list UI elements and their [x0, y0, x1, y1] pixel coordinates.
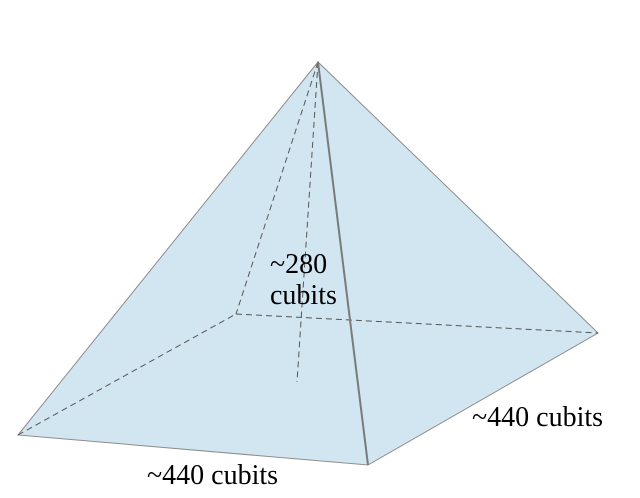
hidden-base-right-edge [235, 313, 599, 334]
height-line [296, 61, 319, 383]
pyramid-front-edge [317, 61, 369, 466]
hidden-base-left-edge [17, 313, 237, 436]
hidden-back-edge-apex [235, 61, 319, 315]
base-side-label: ~440 cubits [472, 402, 603, 433]
height-value-label: ~280 [270, 249, 327, 280]
height-unit-label: cubits [270, 280, 337, 311]
base-front-label: ~440 cubits [147, 460, 278, 491]
